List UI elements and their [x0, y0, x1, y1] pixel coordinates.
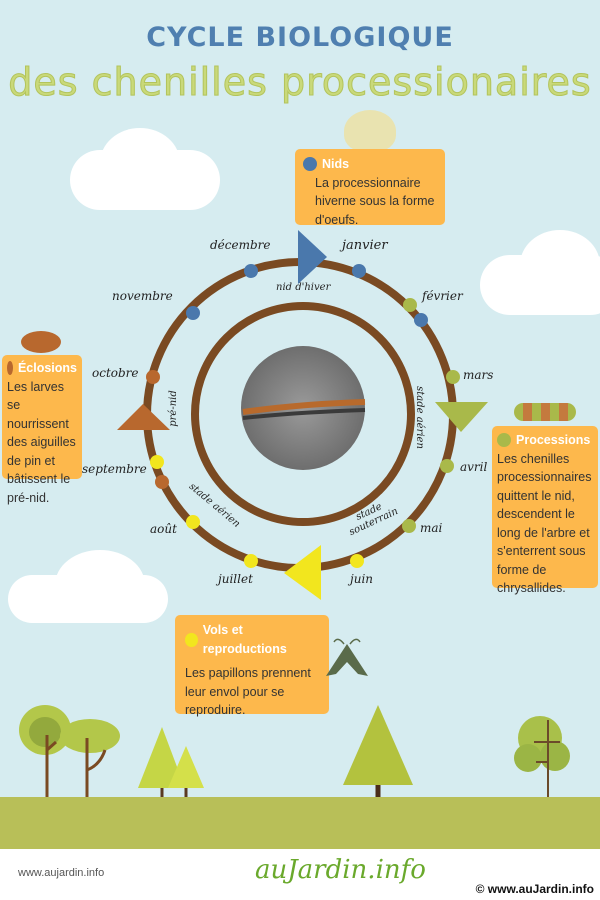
cocoon-icon [21, 331, 61, 353]
cloud [100, 128, 180, 198]
arrow-nids [298, 230, 327, 284]
info-box-eclosions: Éclosions Les larves se nourrissent des … [2, 355, 82, 505]
nids-dot-icon [303, 157, 317, 172]
vols-dot-icon [185, 632, 198, 647]
month-label: mars [463, 368, 494, 382]
vols-title: Vols et reproductions [202, 623, 287, 656]
eclosions-text: Les larves se nourrissent des aiguilles … [7, 379, 76, 505]
info-box-processions: Processions Les chenilles processionnair… [492, 426, 598, 595]
month-label: novembre [112, 289, 173, 303]
dot-aout [186, 515, 200, 529]
ring-label-nid-hiver: nid d'hiver [276, 282, 331, 293]
ring-label-pre-nid: pré-nid [167, 390, 179, 427]
title-sub: des chenilles processionaires [8, 60, 592, 105]
copyright: © www.auJardin.info [475, 882, 594, 896]
arrow-eclosions [117, 404, 170, 430]
dot-octobre [146, 370, 160, 384]
eclosions-title: Éclosions [17, 361, 77, 375]
ring-label-stade-aerien-right: stade aérien [413, 386, 425, 449]
dot-septembre-brown [155, 475, 169, 489]
month-label: juin [350, 572, 374, 586]
dot-fevrier-blue [414, 313, 428, 327]
eclosions-dot-icon [7, 361, 13, 376]
dot-juin [350, 554, 364, 568]
cloud [55, 550, 145, 620]
month-label: janvier [342, 238, 388, 253]
processions-title: Processions [516, 433, 591, 447]
dot-novembre [186, 306, 200, 320]
processions-text: Les chenilles processionnaires quittent … [497, 451, 592, 596]
title-main: CYCLE BIOLOGIQUE [146, 22, 454, 53]
info-box-vols: Vols et reproductions Les papillons pren… [175, 615, 329, 717]
cloud [520, 230, 600, 300]
month-label: décembre [210, 238, 271, 252]
month-label: juillet [218, 572, 253, 586]
month-label: mai [420, 521, 443, 535]
processions-dot-icon [497, 433, 511, 448]
inner-ring [191, 302, 415, 526]
dot-septembre-yellow [150, 455, 164, 469]
dot-avril [440, 459, 454, 473]
nids-title: Nids [322, 157, 350, 171]
dot-juillet [244, 554, 258, 568]
ground [0, 797, 600, 849]
dot-mai [402, 519, 416, 533]
info-box-nids: Nids La processionnaire hiverne sous la … [295, 149, 445, 227]
moth-icon [326, 638, 368, 676]
month-label: août [150, 522, 177, 536]
trees-illustration [19, 705, 570, 800]
month-dots [146, 264, 460, 568]
footer: www.aujardin.info auJardin.info © www.au… [0, 849, 600, 900]
egg-icon [344, 110, 396, 152]
month-label: février [422, 289, 463, 303]
month-label: avril [460, 460, 488, 474]
vols-text: Les papillons prennent leur envol pour s… [185, 666, 311, 717]
caterpillar-icon [514, 403, 576, 421]
month-label: octobre [92, 366, 139, 380]
dot-fevrier-green [403, 298, 417, 312]
aujardin-logo: auJardin.info [255, 855, 426, 885]
dot-mars [446, 370, 460, 384]
arrow-processions [435, 402, 488, 432]
arrow-vols [284, 545, 321, 600]
month-label: septembre [82, 462, 147, 476]
dot-janvier [352, 264, 366, 278]
nids-text: La processionnaire hiverne sous la forme… [315, 175, 435, 227]
dot-decembre [244, 264, 258, 278]
caterpillar-procession-line [242, 399, 366, 415]
footer-url[interactable]: www.aujardin.info [18, 867, 105, 879]
